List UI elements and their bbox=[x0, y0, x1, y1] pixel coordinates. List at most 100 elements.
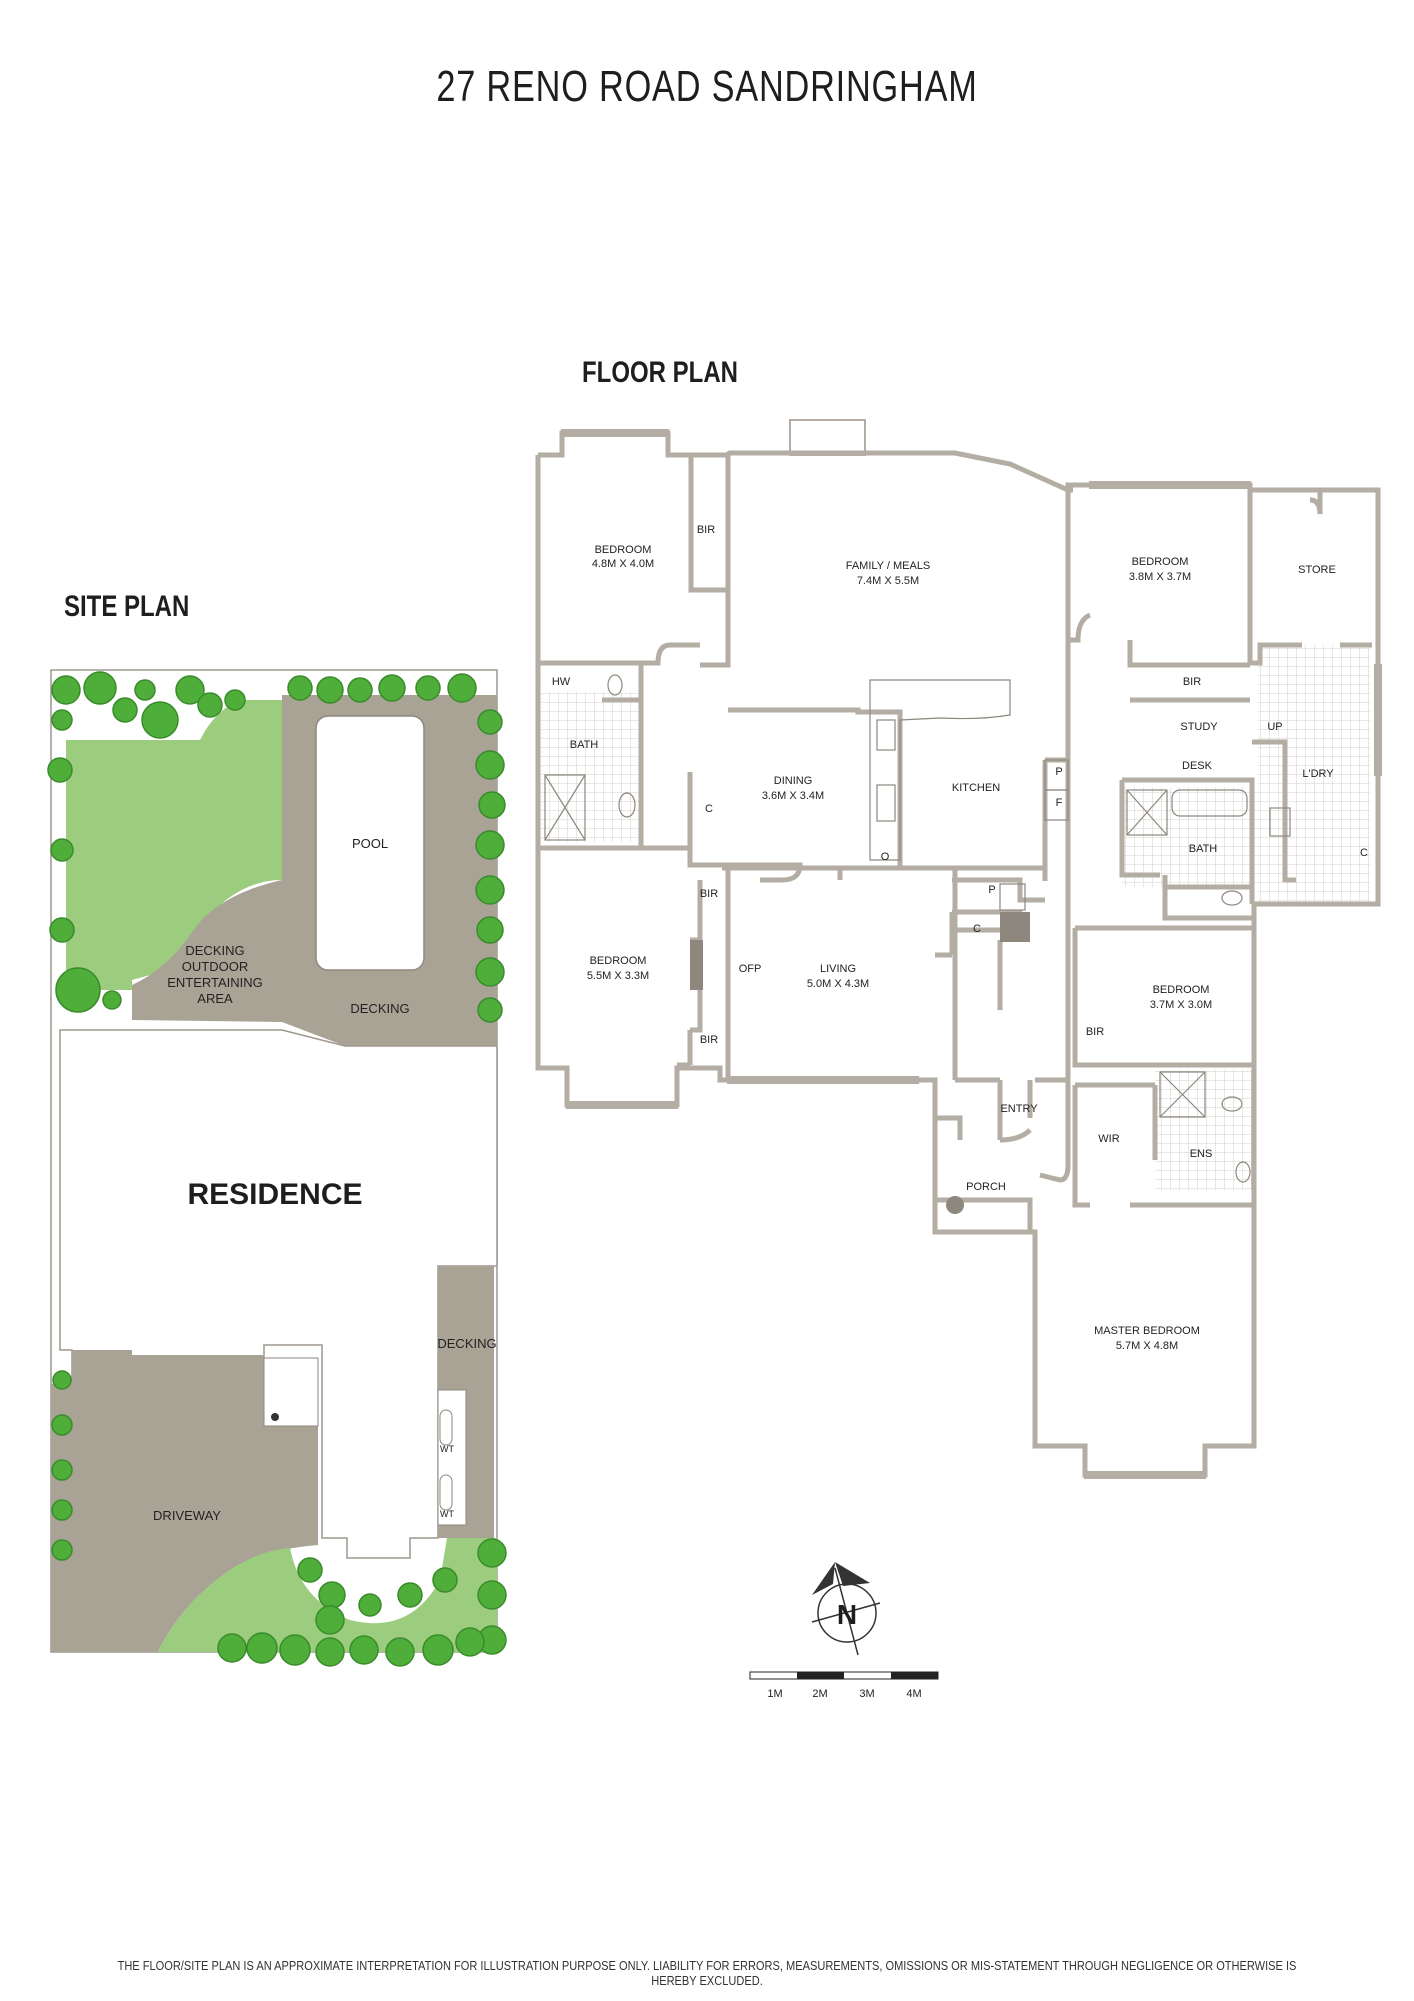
room-label: UP bbox=[1267, 721, 1282, 733]
room-label: STUDY bbox=[1180, 721, 1218, 733]
room-name: BEDROOM bbox=[1132, 556, 1189, 568]
room-size: 5.7M X 4.8M bbox=[1116, 1340, 1178, 1352]
tree-icon bbox=[55, 967, 101, 1013]
tree-icon bbox=[51, 1414, 73, 1436]
tree-icon bbox=[217, 1633, 247, 1663]
room-label: P bbox=[988, 884, 995, 896]
room-label: F bbox=[1056, 797, 1063, 809]
room-label: L'DRY bbox=[1302, 768, 1334, 780]
driveway-label: DRIVEWAY bbox=[153, 1508, 221, 1523]
tree-icon bbox=[51, 1539, 73, 1561]
tree-icon bbox=[475, 750, 505, 780]
room-name: BEDROOM bbox=[1153, 984, 1210, 996]
toilet-icon bbox=[607, 674, 623, 696]
tree-icon bbox=[112, 697, 138, 723]
site-plan: POOL DECKING OUTDOOR ENTERTAINING AREA D… bbox=[47, 669, 507, 1667]
water-tank bbox=[439, 1474, 453, 1511]
tree-icon bbox=[134, 679, 156, 701]
tree-icon bbox=[279, 1634, 311, 1666]
room-size: 3.7M X 3.0M bbox=[1150, 999, 1212, 1011]
room-name: BEDROOM bbox=[590, 955, 647, 967]
driveway bbox=[51, 1350, 318, 1652]
tree-icon bbox=[316, 676, 344, 704]
tree-icon bbox=[447, 673, 477, 703]
scale-label: 1M bbox=[767, 1688, 782, 1700]
sink-icon bbox=[876, 784, 896, 822]
french-doors bbox=[789, 419, 866, 456]
tree-icon bbox=[49, 917, 75, 943]
room-label: BATH bbox=[570, 739, 599, 751]
room-size: 7.4M X 5.5M bbox=[857, 575, 919, 587]
room-label: ENS bbox=[1190, 1148, 1213, 1160]
room-label: P bbox=[1055, 766, 1062, 778]
scale-label: 3M bbox=[859, 1688, 874, 1700]
room-label: BIR bbox=[1183, 676, 1201, 688]
tree-icon bbox=[475, 830, 505, 860]
pool bbox=[315, 715, 425, 971]
pool-label: POOL bbox=[352, 836, 388, 851]
wt-label: WT bbox=[440, 1509, 454, 1519]
tree-icon bbox=[51, 1499, 73, 1521]
room-size: 4.8M X 4.0M bbox=[592, 558, 654, 570]
tree-icon bbox=[477, 709, 503, 735]
tree-icon bbox=[477, 1580, 507, 1610]
wt-label: WT bbox=[440, 1444, 454, 1454]
scale-bar: 1M 2M 3M 4M bbox=[749, 1671, 939, 1700]
tree-icon bbox=[318, 1581, 346, 1609]
disclaimer: THE FLOOR/SITE PLAN IS AN APPROXIMATE IN… bbox=[117, 1958, 1297, 1988]
room-size: 3.8M X 3.7M bbox=[1129, 571, 1191, 583]
room-label: ENTRY bbox=[1000, 1103, 1038, 1115]
room-size: 5.5M X 3.3M bbox=[587, 970, 649, 982]
tree-icon bbox=[415, 675, 441, 701]
room-label: BIR bbox=[1086, 1026, 1104, 1038]
page-title: 27 RENO ROAD SANDRINGHAM bbox=[436, 62, 978, 111]
room-label: BIR bbox=[697, 524, 715, 536]
tree-icon bbox=[476, 916, 504, 944]
tree-icon bbox=[475, 957, 505, 987]
tree-icon bbox=[475, 875, 505, 905]
north-compass: N bbox=[811, 1562, 881, 1656]
tree-icon bbox=[349, 1635, 379, 1665]
room-name: DINING bbox=[774, 775, 813, 787]
room-size: 5.0M X 4.3M bbox=[807, 978, 869, 990]
residence-label: RESIDENCE bbox=[187, 1178, 362, 1211]
decking-area-label: DECKING bbox=[185, 943, 244, 958]
side-decking-label: DECKING bbox=[437, 1336, 496, 1351]
site-trees bbox=[47, 671, 507, 1667]
fireplace-icon bbox=[690, 940, 703, 990]
decking-area-label: OUTDOOR bbox=[182, 959, 248, 974]
tree-icon bbox=[347, 677, 373, 703]
room-label: WIR bbox=[1098, 1133, 1119, 1145]
room-label: DESK bbox=[1182, 760, 1213, 772]
scale-label: 2M bbox=[812, 1688, 827, 1700]
tree-icon bbox=[246, 1632, 278, 1664]
basin-icon bbox=[618, 792, 636, 818]
tree-icon bbox=[297, 1557, 323, 1583]
tree-icon bbox=[224, 689, 246, 711]
tree-icon bbox=[141, 701, 179, 739]
tree-icon bbox=[102, 990, 122, 1010]
room-name: FAMILY / MEALS bbox=[846, 560, 931, 572]
bathtub-icon bbox=[1171, 789, 1248, 817]
tree-icon bbox=[385, 1637, 415, 1667]
room-label: OFP bbox=[739, 963, 762, 975]
tree-icon bbox=[432, 1567, 458, 1593]
floor-plan-heading: FLOOR PLAN bbox=[582, 356, 738, 389]
tree-icon bbox=[477, 997, 503, 1023]
front-lawn bbox=[158, 1538, 497, 1652]
room-label: BIR bbox=[700, 888, 718, 900]
site-plan-heading: SITE PLAN bbox=[64, 590, 190, 623]
water-tank bbox=[439, 1409, 453, 1446]
tree-icon bbox=[397, 1582, 423, 1608]
room-label: HW bbox=[552, 676, 571, 688]
kitchen-bench bbox=[869, 679, 1011, 861]
room-label: C bbox=[1360, 847, 1368, 859]
room-size: 3.6M X 3.4M bbox=[762, 790, 824, 802]
north-letter: N bbox=[837, 1599, 857, 1630]
room-name: BEDROOM bbox=[595, 544, 652, 556]
floor-plan: BEDROOM 4.8M X 4.0M BIR FAMILY / MEALS 7… bbox=[535, 419, 1382, 1479]
tree-icon bbox=[358, 1593, 382, 1617]
tree-icon bbox=[51, 709, 73, 731]
room-label: STORE bbox=[1298, 564, 1336, 576]
